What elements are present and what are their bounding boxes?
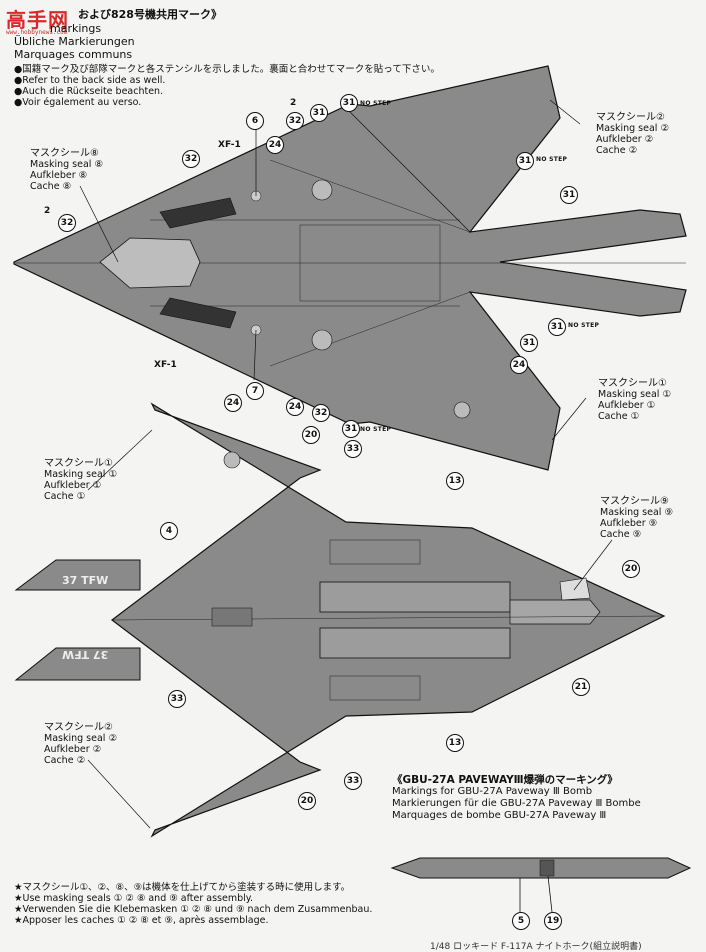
bomb-title-en: Markings for GBU-27A Paveway Ⅲ Bomb <box>392 786 593 797</box>
mask-label-9-right: マスクシール⑨ Masking seal ⑨ Aufkleber ⑨ Cache… <box>600 496 673 540</box>
page-footer: 1/48 ロッキード F-117A ナイトホーク(組立説明書) <box>430 942 642 952</box>
callout-2-small: 2 <box>44 206 51 216</box>
mask-label-1-left: マスクシール① Masking seal ① Aufkleber ① Cache… <box>44 458 117 502</box>
callout-31: 31 <box>516 152 534 170</box>
footer-de: ★Verwenden Sie die Klebemasken ① ② ⑧ und… <box>14 904 373 915</box>
callout-2-small: 2 <box>290 98 297 108</box>
callout-33: 33 <box>344 440 362 458</box>
note-en: ●Refer to the back side as well. <box>14 75 166 86</box>
footer-notes: ★マスクシール①、②、⑧、⑨は機体を仕上げてから塗装する時に使用します。 ★Us… <box>14 882 372 926</box>
footer-jp: ★マスクシール①、②、⑧、⑨は機体を仕上げてから塗装する時に使用します。 <box>14 882 351 893</box>
callout-21: 21 <box>572 678 590 696</box>
bottom-view-aircraft <box>14 401 666 838</box>
callout-6: 6 <box>246 112 264 130</box>
header-de: Übliche Markierungen <box>14 35 135 48</box>
stencil-xf1-bottom: XF-1 <box>154 360 177 370</box>
bomb-title-jp: 《GBU-27A PAVEWAYⅢ爆弾のマーキング》 <box>392 774 618 786</box>
callout-31: 31 <box>310 104 328 122</box>
callout-24: 24 <box>224 394 242 412</box>
callout-32: 32 <box>58 214 76 232</box>
note-fr: ●Voir également au verso. <box>14 97 142 108</box>
header-multilang: markings <box>50 22 101 35</box>
footer-en: ★Use masking seals ① ② ⑧ and ⑨ after ass… <box>14 893 254 904</box>
mask-label-2-top: マスクシール② Masking seal ② Aufkleber ② Cache… <box>596 112 669 156</box>
callout-20: 20 <box>302 426 320 444</box>
note-de: ●Auch die Rückseite beachten. <box>14 86 164 97</box>
header-de-fr: Übliche Markierungen Marquages communs <box>14 35 135 61</box>
stencil-no-step: NO STEP <box>568 322 600 329</box>
gbu27-bomb-drawing <box>390 857 692 913</box>
callout-32: 32 <box>286 112 304 130</box>
mask-label-1-right: マスクシール① Masking seal ① Aufkleber ① Cache… <box>598 378 671 422</box>
note-jp: ●国籍マーク及び部隊マークと各ステンシルを示しました。裏面と合わせてマークを貼っ… <box>14 64 440 75</box>
callout-7: 7 <box>246 382 264 400</box>
callout-4: 4 <box>160 522 178 540</box>
header-en: markings <box>50 22 102 35</box>
callout-24: 24 <box>286 398 304 416</box>
top-view-aircraft <box>13 65 687 471</box>
callout-24: 24 <box>266 136 284 154</box>
callout-31: 31 <box>340 94 358 112</box>
callout-5: 5 <box>512 912 530 930</box>
callout-31: 31 <box>548 318 566 336</box>
stencil-no-step: NO STEP <box>360 426 392 433</box>
watermark-main: 高手网 <box>6 8 69 32</box>
callout-31: 31 <box>342 420 360 438</box>
bomb-title-fr: Marquages de bombe GBU-27A Paveway Ⅲ <box>392 810 607 821</box>
header-fr: Marquages communs <box>14 48 133 61</box>
stencil-37tfw-upper: 37 TFW <box>62 574 109 587</box>
leader-lines <box>79 99 613 829</box>
callout-20: 20 <box>298 792 316 810</box>
watermark-logo: 高手网 www.hobbynews.com <box>6 4 92 36</box>
stencil-no-step: NO STEP <box>360 100 392 107</box>
header-jp: および828号機共用マーク》 <box>78 8 222 21</box>
stencil-no-step: NO STEP <box>536 156 568 163</box>
callout-13: 13 <box>446 734 464 752</box>
footer-fr: ★Apposer les caches ① ② ⑧ et ⑨, après as… <box>14 915 269 926</box>
callout-31: 31 <box>560 186 578 204</box>
callout-20: 20 <box>622 560 640 578</box>
callout-32: 32 <box>182 150 200 168</box>
notes-block: ●国籍マーク及び部隊マークと各ステンシルを示しました。裏面と合わせてマークを貼っ… <box>14 64 440 108</box>
callout-13: 13 <box>446 472 464 490</box>
callout-33: 33 <box>344 772 362 790</box>
watermark-sub: www.hobbynews.com <box>6 29 68 36</box>
callout-32: 32 <box>312 404 330 422</box>
callout-33: 33 <box>168 690 186 708</box>
mask-label-8-top: マスクシール⑧ Masking seal ⑧ Aufkleber ⑧ Cache… <box>30 148 103 192</box>
mask-label-2-left: マスクシール② Masking seal ② Aufkleber ② Cache… <box>44 722 117 766</box>
callout-24: 24 <box>510 356 528 374</box>
callout-19: 19 <box>544 912 562 930</box>
bomb-title-de: Markierungen für die GBU-27A Paveway Ⅲ B… <box>392 798 641 809</box>
stencil-xf1-top: XF-1 <box>218 140 241 150</box>
stencil-37tfw-lower: 37 TFW <box>62 648 109 661</box>
bomb-section-title: 《GBU-27A PAVEWAYⅢ爆弾のマーキング》 Markings for … <box>392 774 641 822</box>
callout-31: 31 <box>520 334 538 352</box>
